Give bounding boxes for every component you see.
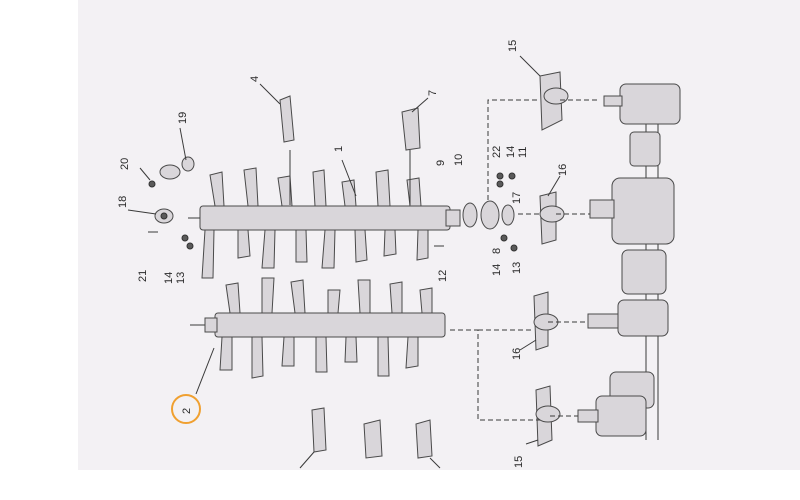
- leader-lines: [127, 55, 561, 469]
- page-margin: [0, 470, 800, 500]
- gearbox-assembly: [577, 83, 681, 440]
- alignment-lines: [450, 99, 600, 421]
- callout-14-right: 14: [491, 264, 503, 276]
- callout-20: 20: [119, 158, 131, 170]
- callout-16-bottom: 16: [511, 348, 523, 360]
- callout-15-bottom: 15: [513, 456, 525, 468]
- callout-4: 4: [249, 76, 261, 82]
- callout-9: 9: [435, 160, 447, 166]
- callout-13-left: 13: [175, 272, 187, 284]
- center-bearings: [434, 172, 518, 252]
- support-arms: [533, 71, 569, 447]
- callout-labels: 4 7 1 19 20 18 21 14 13 9 10 22 14 11 17…: [117, 40, 569, 468]
- upper-shaft: [188, 167, 461, 279]
- lower-shaft: [190, 277, 446, 379]
- callout-16-top: 16: [557, 164, 569, 176]
- highlight-circle: [171, 394, 201, 424]
- callout-10: 10: [453, 154, 465, 166]
- highlight-callout-2[interactable]: 2: [171, 394, 201, 424]
- callout-22: 22: [491, 146, 503, 158]
- callout-15-top: 15: [507, 40, 519, 52]
- callout-18: 18: [117, 196, 129, 208]
- callout-11: 11: [517, 147, 529, 158]
- loose-tines: [279, 95, 433, 459]
- callout-1: 1: [333, 146, 345, 152]
- callout-12: 12: [437, 270, 449, 282]
- callout-19: 19: [177, 112, 189, 124]
- callout-2: 2: [181, 408, 193, 414]
- callout-14-left: 14: [163, 272, 175, 284]
- callout-13-right: 13: [511, 262, 523, 274]
- callout-17: 17: [511, 192, 523, 204]
- callout-21: 21: [137, 270, 149, 282]
- callout-14-top: 14: [505, 146, 517, 158]
- callout-7: 7: [427, 90, 439, 96]
- left-hardware: [148, 156, 195, 250]
- drawing-sheet: [78, 0, 800, 470]
- callout-8: 8: [491, 248, 503, 254]
